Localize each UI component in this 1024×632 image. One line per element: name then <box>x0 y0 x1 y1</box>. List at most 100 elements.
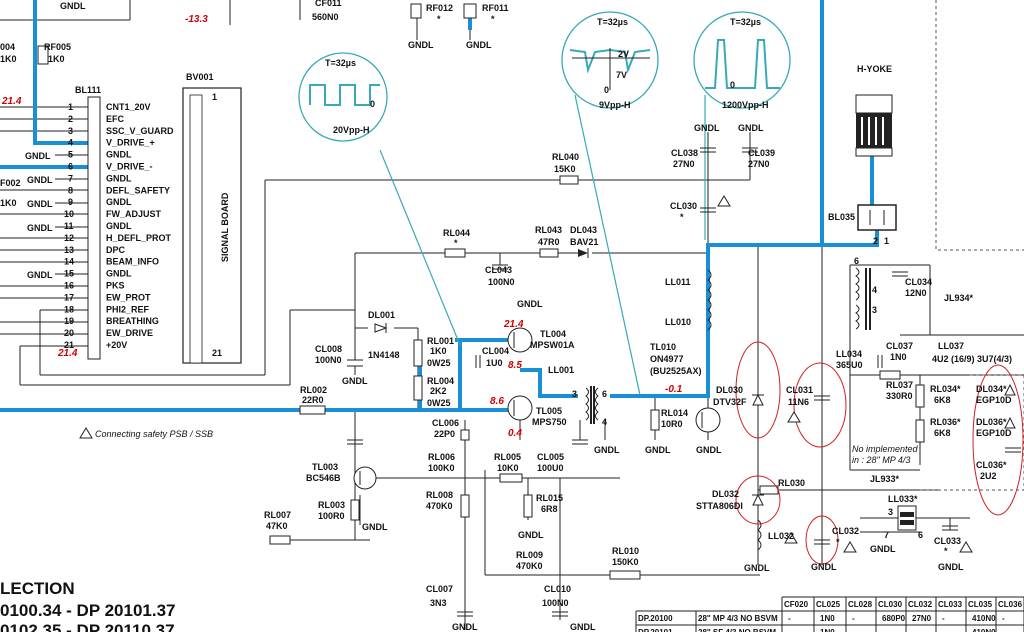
tl010-value2: (BU2525AX) <box>650 366 702 376</box>
trafo-pin3: 3 <box>872 305 877 315</box>
transistors <box>353 327 721 490</box>
gndl-pin11: GNDL <box>27 223 53 233</box>
connector-pin-label: DPC <box>106 245 126 255</box>
connector-pin-number: 15 <box>64 269 74 279</box>
gndl-rf011: GNDL <box>466 40 492 50</box>
cl043-label: CL043 <box>485 265 512 275</box>
table-cell: - <box>852 614 855 623</box>
voltage-21-4-c: 21.4 <box>503 319 524 330</box>
connector-pin-label: FW_ADJUST <box>106 209 162 219</box>
rl043-label: RL043 <box>535 225 562 235</box>
rl034-label: RL034* <box>930 384 961 394</box>
rl036-value: 6K8 <box>934 428 951 438</box>
cf011-label: CF011 <box>315 0 342 8</box>
dl001-label: DL001 <box>368 310 395 320</box>
warning-icon <box>843 541 857 553</box>
table-cell: 27N0 <box>912 614 932 623</box>
scope-1-level: 0 <box>370 99 375 109</box>
ll037-value: 4U2 (16/9) 3U7(4/3) <box>932 354 1012 364</box>
table-cell: - <box>882 628 885 632</box>
connector-name: BL111 <box>75 85 101 95</box>
connector-pin-label: SSC_V_GUARD <box>106 126 174 136</box>
gndl-ll032: GNDL <box>744 563 770 573</box>
voltage-21-4-b: 21.4 <box>57 348 78 359</box>
connector-pin-number: 17 <box>64 292 74 302</box>
warning-icon <box>959 541 973 553</box>
scope-3: T=32µs 0 1200Vpp-H <box>693 11 791 240</box>
f002-value: 1K0 <box>0 198 17 208</box>
table-header-cell: CL036 <box>998 600 1023 609</box>
scope-3-period: T=32µs <box>730 17 761 27</box>
connector-pin-label: DEFL_SAFETY <box>106 185 170 195</box>
trafo-pin4: 4 <box>872 285 877 295</box>
dl032-value: STTA806DI <box>696 501 743 511</box>
gndl-rl003: GNDL <box>362 522 388 532</box>
connector-pin-number: 9 <box>68 197 73 207</box>
table-header-cell: CF020 <box>784 600 809 609</box>
rl034-value: 6K8 <box>934 395 951 405</box>
voltage-m0-1: -0.1 <box>665 384 683 395</box>
bl035-pin2: 2 <box>873 236 878 246</box>
table-cell: 1N0 <box>820 628 835 632</box>
cl010-label: CL010 <box>544 584 571 594</box>
rl001-value1: 1K0 <box>430 346 447 356</box>
connector-pin-label: EW_PROT <box>106 292 151 302</box>
rl004-value1: 2K2 <box>430 386 447 396</box>
trafo-pin6: 6 <box>854 256 859 266</box>
table-cell: - <box>942 614 945 623</box>
cl007-label: CL007 <box>426 584 453 594</box>
table-row-desc: 28" SF 4/3 NO BSVM <box>698 628 776 632</box>
gndl-pin9: GNDL <box>27 199 53 209</box>
transformer-ll001 <box>585 386 599 424</box>
table-cell: - <box>788 628 791 632</box>
gndl-cl043: GNDL <box>517 299 543 309</box>
gndl-ll001: GNDL <box>594 445 620 455</box>
connector-pin-label: GNDL <box>106 269 132 279</box>
cl004-label: CL004 <box>482 346 509 356</box>
connector-pin-number: 3 <box>68 126 73 136</box>
bl035-pin1: 1 <box>884 236 889 246</box>
voltage-8-5: 8.5 <box>508 360 522 371</box>
table-cell: - <box>1002 628 1005 632</box>
tl003-value: BC546B <box>306 473 341 483</box>
dl034-label: DL034* <box>976 384 1007 394</box>
table-cell: - <box>852 628 855 632</box>
cl043-value: 100N0 <box>488 277 515 287</box>
rl014-label: RL014 <box>661 408 688 418</box>
transformer-right <box>855 267 917 531</box>
voltage-8-6: 8.6 <box>490 396 504 407</box>
rl036-label: RL036* <box>930 417 961 427</box>
rl007-label: RL007 <box>264 510 291 520</box>
footer-line2: 0102.35 - DP 20110.37 <box>0 621 175 632</box>
warning-icon <box>787 411 801 423</box>
table-cell: 410N0 <box>972 628 996 632</box>
jl934-label: JL934* <box>944 293 974 303</box>
rl008-value: 470K0 <box>426 501 453 511</box>
tl010-label: TL010 <box>650 342 676 352</box>
rl009-label: RL009 <box>516 550 543 560</box>
table-cell: - <box>1002 614 1005 623</box>
connector-pin-number: 11 <box>64 221 74 231</box>
table-header-cell: CL025 <box>816 600 841 609</box>
scope-1-amp: 20Vpp-H <box>333 125 370 135</box>
cl031-value: 11N6 <box>788 397 809 407</box>
footer-title: LECTION <box>0 579 75 598</box>
rf011-resistor <box>463 3 477 19</box>
gndl-tl: GNDL <box>60 1 86 11</box>
dl030-value: DTV32F <box>713 397 747 407</box>
rl043-value: 47R0 <box>538 237 560 247</box>
cl004-value: 1U0 <box>486 358 503 368</box>
tl004-label: TL004 <box>540 329 566 339</box>
rl044-value: * <box>454 238 458 248</box>
gndl-cl033: GNDL <box>938 562 964 572</box>
connector-pin-label: BREATHING <box>106 316 159 326</box>
cl034-label: CL034 <box>905 277 932 287</box>
connector-pin-label: GNDL <box>106 150 132 160</box>
bl035-label: BL035 <box>828 212 855 222</box>
footer-line1: 0100.34 - DP 20101.37 <box>0 601 176 620</box>
ll034-value: 365U0 <box>836 360 863 370</box>
table-header-cell: CL033 <box>938 600 963 609</box>
cl005-value: 100U0 <box>537 463 564 473</box>
warning-icon <box>79 427 93 439</box>
